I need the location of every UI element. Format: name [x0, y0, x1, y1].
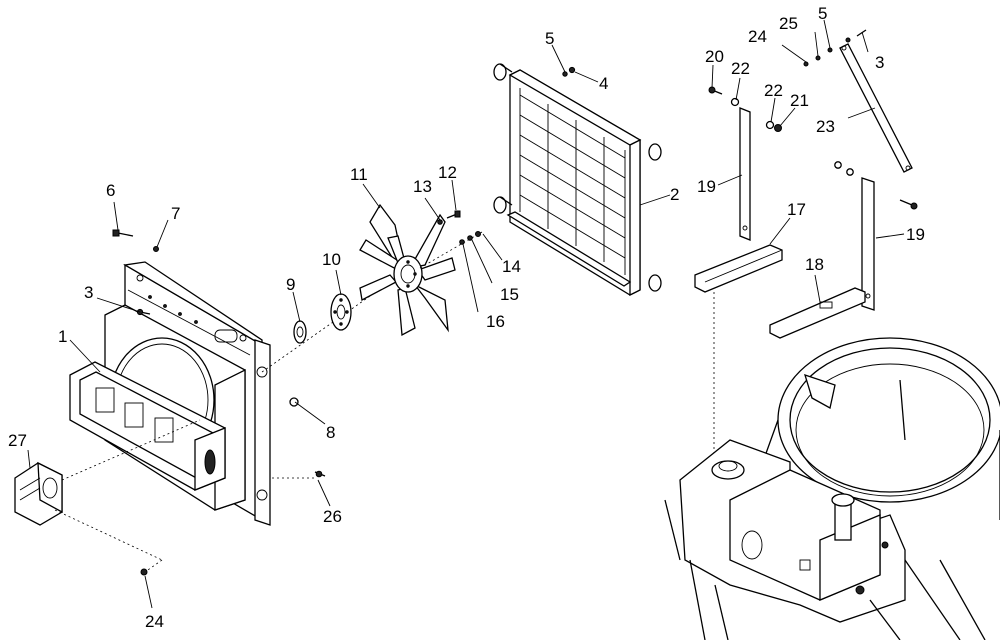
callout-5-brace: 5 — [818, 4, 827, 23]
washer-13 — [437, 219, 443, 225]
machine-frame — [664, 337, 1000, 640]
callout-15: 15 — [500, 285, 519, 304]
fan-hub — [261, 267, 411, 373]
callout-26: 26 — [323, 507, 342, 526]
radiator-core — [493, 63, 662, 297]
callout-23: 23 — [816, 117, 835, 136]
hydraulic-motor — [14, 461, 63, 526]
callout-5-radiator: 5 — [545, 29, 554, 48]
callout-6: 6 — [106, 181, 115, 200]
callout-24-top: 24 — [748, 27, 767, 46]
bolt-4 — [568, 66, 576, 74]
callout-22-right: 22 — [764, 81, 783, 100]
callout-9: 9 — [286, 275, 295, 294]
nut-24-lower — [140, 568, 148, 576]
callout-3-right: 3 — [875, 53, 884, 72]
callout-25: 25 — [779, 14, 798, 33]
screw-26 — [315, 470, 323, 478]
callout-17: 17 — [787, 200, 806, 219]
callout-1: 1 — [58, 327, 67, 346]
nut-16 — [459, 239, 465, 245]
washer-15 — [467, 235, 473, 241]
cooling-fan — [359, 203, 456, 337]
bolt-12 — [454, 210, 461, 218]
callout-19-right: 19 — [906, 225, 925, 244]
leader-lines — [27, 19, 905, 609]
callout-10: 10 — [322, 250, 341, 269]
callout-21: 21 — [790, 91, 809, 110]
callout-11: 11 — [350, 165, 368, 184]
callout-16: 16 — [486, 312, 505, 331]
callout-19-left: 19 — [697, 177, 716, 196]
callout-20: 20 — [705, 47, 724, 66]
callout-2: 2 — [670, 185, 679, 204]
callout-18: 18 — [805, 255, 824, 274]
support-brackets — [694, 29, 918, 460]
mount-bushing-8 — [289, 397, 299, 407]
callout-8: 8 — [326, 423, 335, 442]
callout-7: 7 — [171, 204, 180, 223]
washer-5-top — [562, 71, 568, 77]
callout-4: 4 — [599, 74, 608, 93]
fan-shroud-assembly — [69, 229, 271, 526]
callout-27: 27 — [8, 431, 27, 450]
callout-22-left: 22 — [731, 59, 750, 78]
bolt-14 — [475, 231, 481, 237]
callout-14: 14 — [502, 257, 521, 276]
callout-24-bottom: 24 — [145, 612, 164, 631]
callout-3-left: 3 — [84, 283, 93, 302]
callout-labels: 1 2 3 3 4 5 5 6 7 8 9 10 11 12 13 14 15 … — [8, 4, 925, 631]
callout-12: 12 — [438, 163, 457, 182]
callout-13: 13 — [413, 177, 432, 196]
